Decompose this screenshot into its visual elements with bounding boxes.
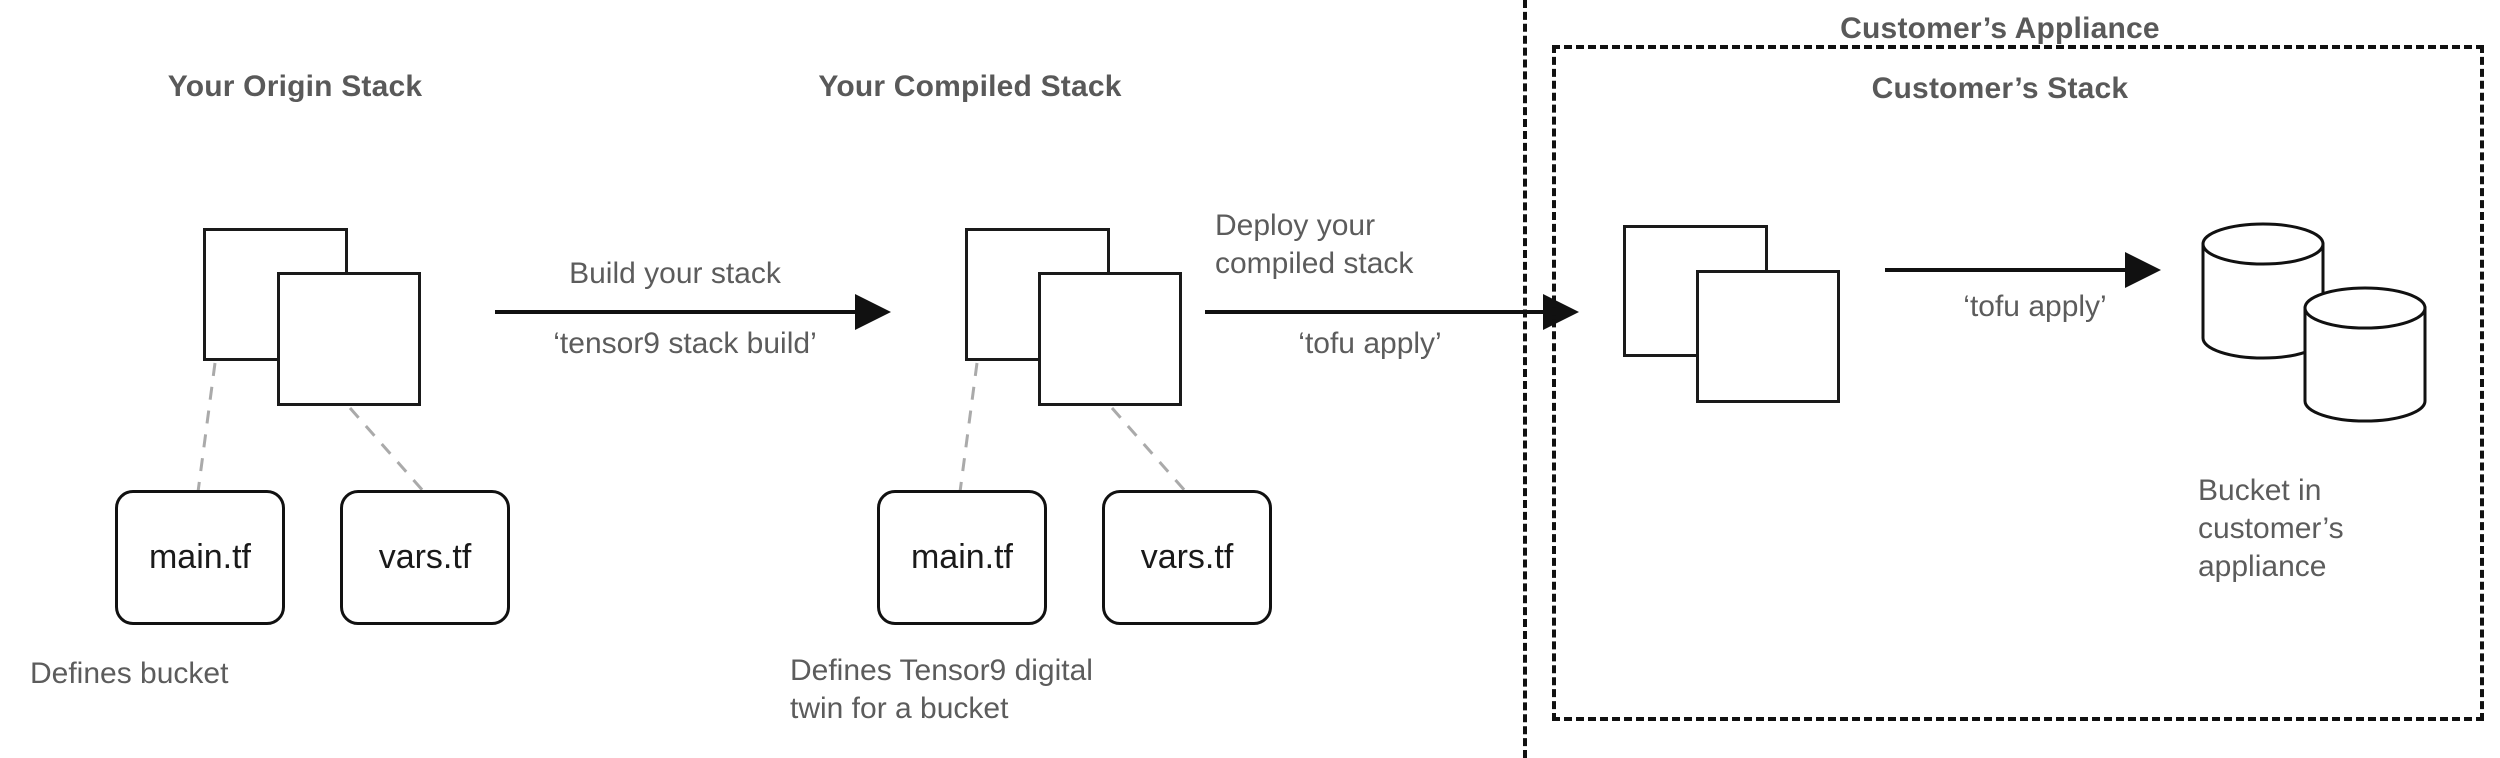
caption-bucket-in-customer-appliance: Bucket in customer’s appliance [2198,474,2344,583]
bucket-cylinder-front [2303,286,2427,423]
file-box-main-tf-compiled[interactable]: main.tf [877,490,1047,625]
bucket-cylinder-back [2201,222,2325,360]
connector-main-tf-origin [196,362,217,493]
file-box-label: vars.tf [378,538,472,576]
customer-stack-square-front [1696,270,1840,403]
file-box-vars-tf-origin[interactable]: vars.tf [340,490,510,625]
file-box-vars-tf-compiled[interactable]: vars.tf [1102,490,1272,625]
file-box-main-tf-origin[interactable]: main.tf [115,490,285,625]
section-title-customer-stack: Customer’s Stack [1871,72,2129,105]
caption-defines-bucket: Defines bucket [30,657,229,690]
connector-vars-tf-origin [348,407,426,493]
arrow3-label-below: ‘tofu apply’ [1963,290,2107,323]
caption-defines-digital-twin: Defines Tensor9 digital twin for a bucke… [790,654,1093,725]
bucket-cylinders [2201,222,2427,423]
section-title-origin-stack: Your Origin Stack [167,70,423,103]
arrow2 [1205,294,1579,330]
arrow2-label-above: Deploy your compiled stack [1215,209,1414,280]
file-box-label: vars.tf [1140,538,1234,576]
file-box-label: main.tf [910,538,1014,576]
arrow3 [1885,252,2161,288]
origin-stack-square-front [277,272,421,406]
arrow1-label-above: Build your stack [569,257,781,290]
origin-connectors [196,362,426,493]
compiled-stack-square-front [1038,272,1182,406]
connector-vars-tf-compiled [1110,407,1188,493]
customer-appliance-boundary [1552,45,2484,721]
section-title-customer-appliance: Customer’s Appliance [1840,12,2160,45]
compiled-connectors [958,362,1188,493]
arrow1 [495,294,891,330]
arrow2-label-below: ‘tofu apply’ [1298,327,1442,360]
boundary-divider [1523,0,1527,758]
section-title-compiled-stack: Your Compiled Stack [818,70,1122,103]
file-box-label: main.tf [148,538,252,576]
connector-main-tf-compiled [958,362,979,493]
arrow1-label-below: ‘tensor9 stack build’ [553,327,817,360]
